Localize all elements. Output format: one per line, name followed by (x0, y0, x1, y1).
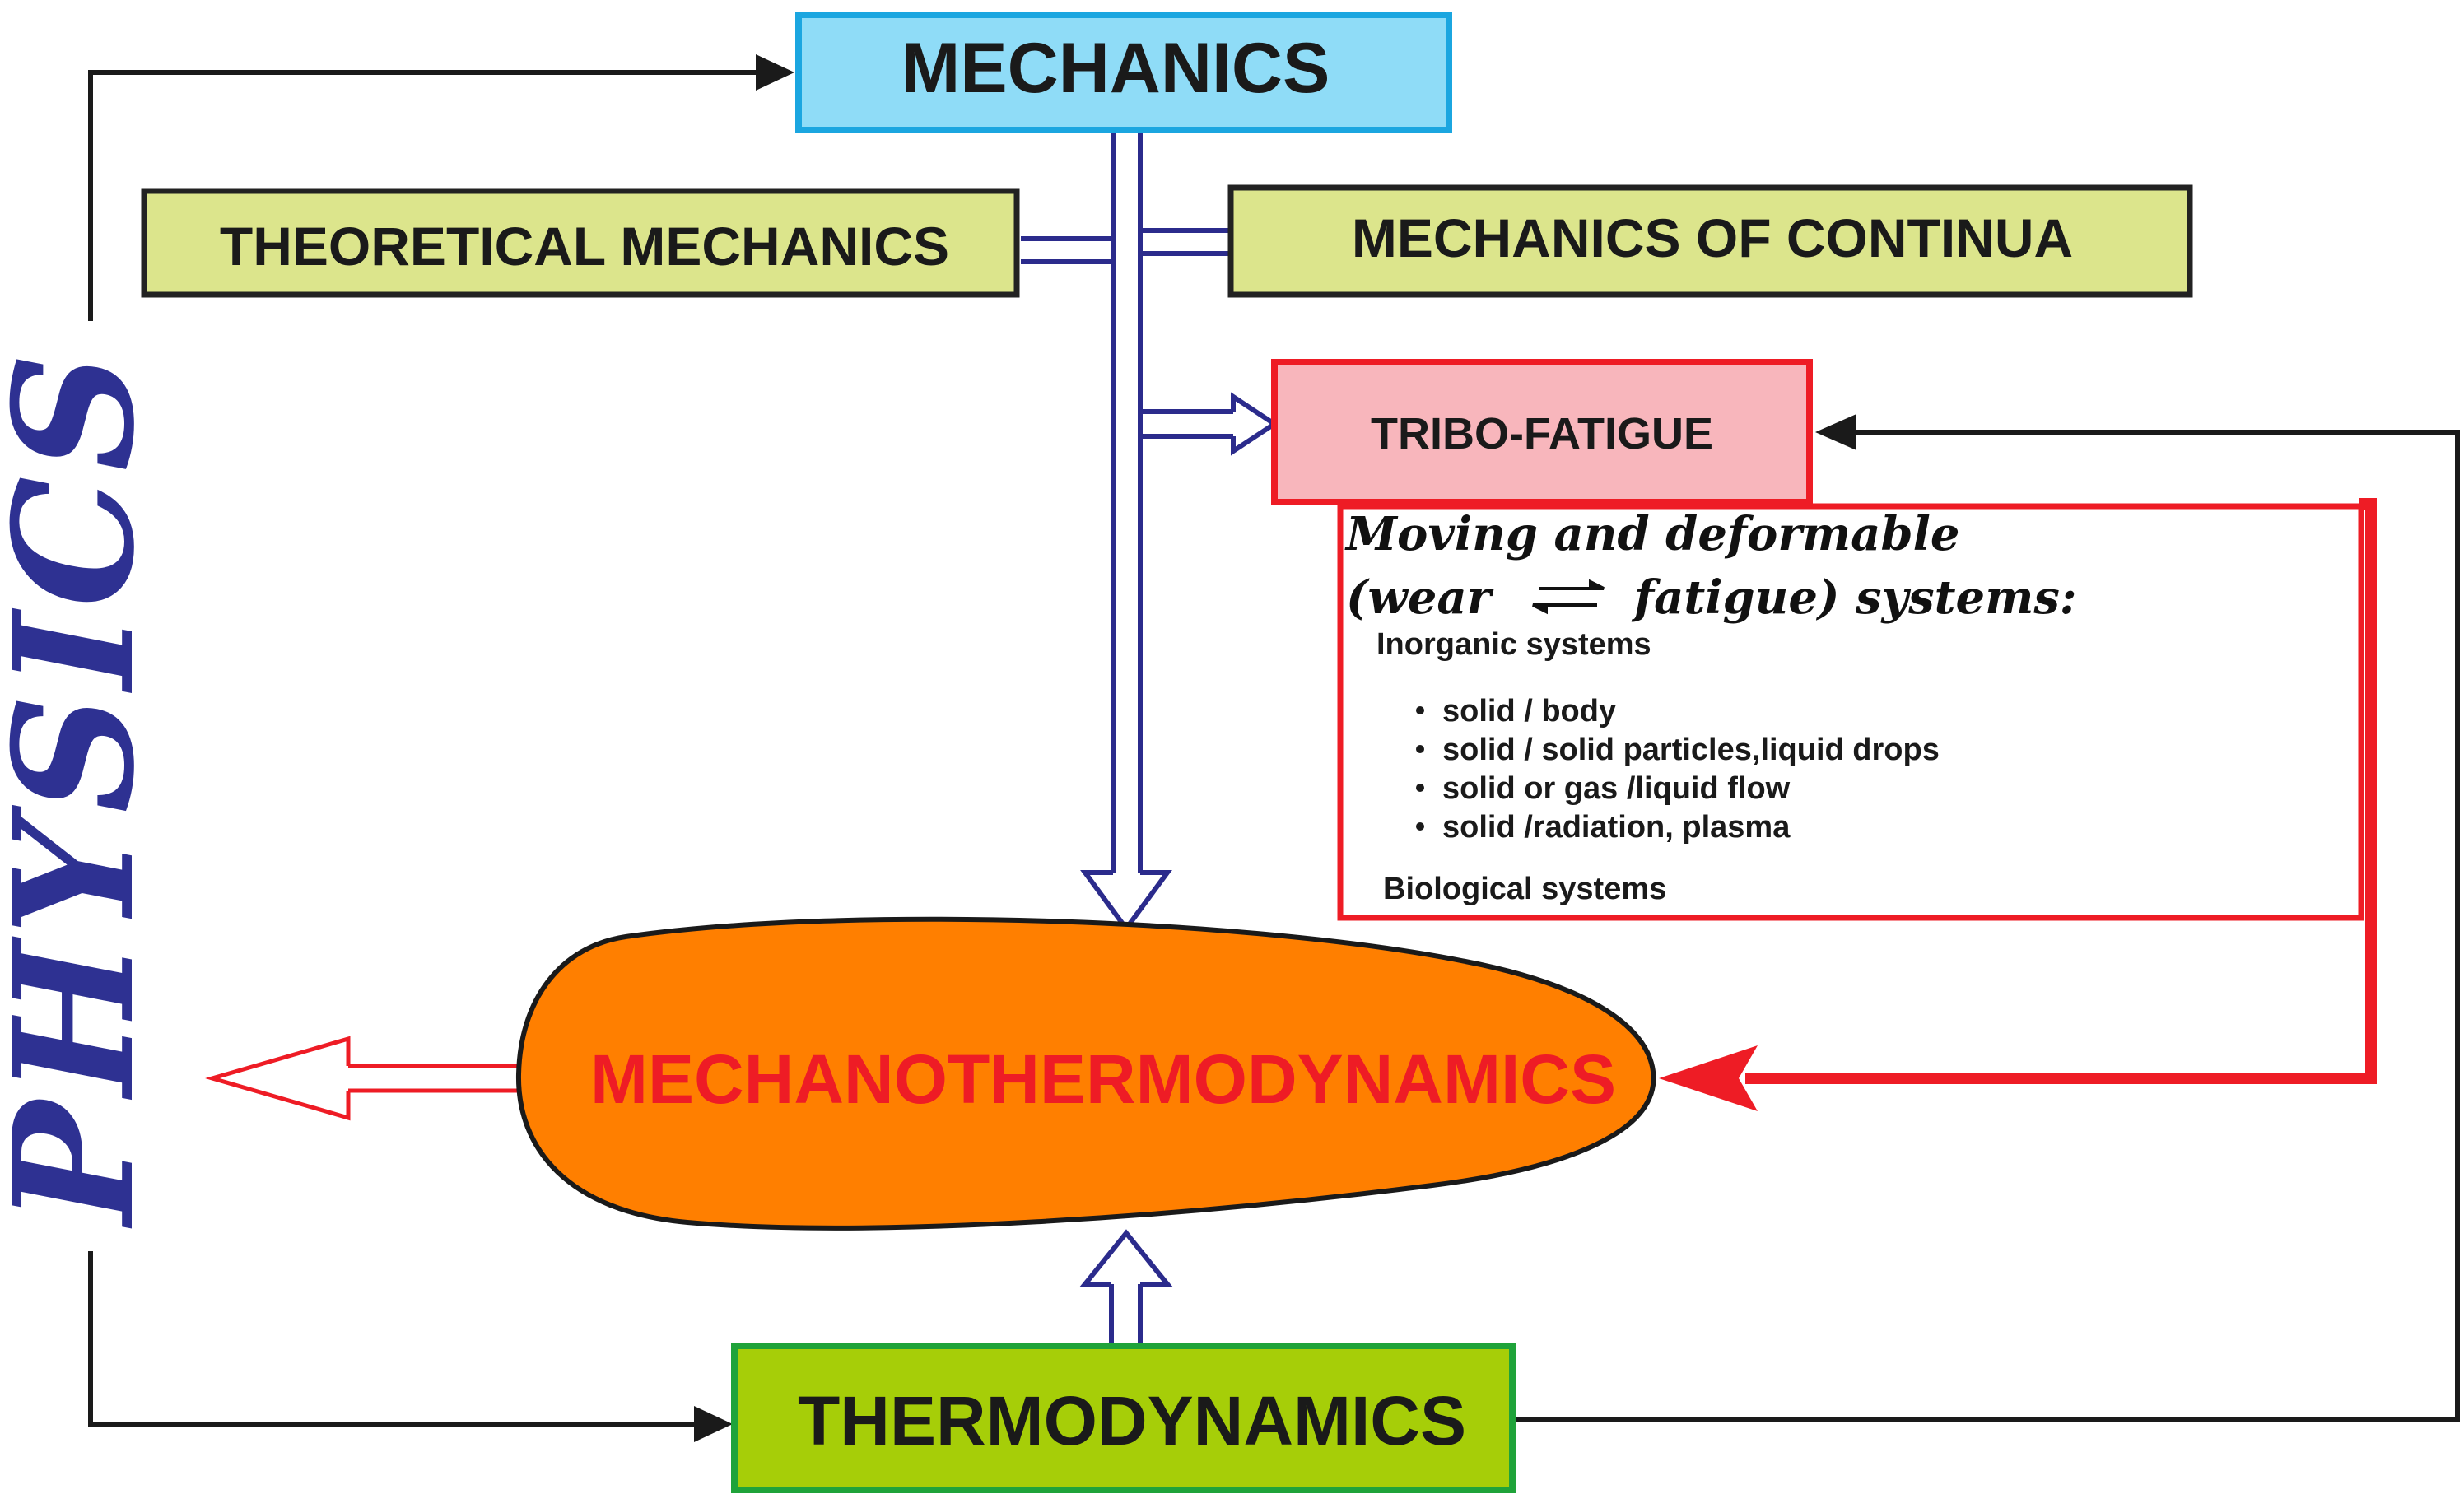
arrowhead-to-tribo (1815, 414, 1856, 450)
mechanothermodynamics-blob: MECHANOTHERMODYNAMICS (515, 916, 1656, 1231)
arrowhead-to-thermodynamics (694, 1406, 733, 1442)
systems-heading-line2-start: (wear (1346, 570, 1494, 625)
physics-label: PHYSICS (0, 347, 171, 1229)
biological-systems-title: Biological systems (1383, 872, 1666, 906)
arrowhead-to-mechanothermodynamics (1080, 870, 1172, 933)
arrowhead-from-thermodynamics (1079, 1229, 1173, 1287)
bullet-icon (1416, 745, 1424, 753)
mechanothermodynamics-label: MECHANOTHERMODYNAMICS (590, 1040, 1616, 1118)
systems-list-item: solid / solid particles,liquid drops (1442, 733, 1940, 767)
equilibrium-arrows-icon (1532, 579, 1605, 615)
systems-heading-line2-end: fatigue) systems: (1631, 570, 2077, 625)
arrowhead-to-mechanics (756, 54, 794, 91)
mechanics-of-continua-box: MECHANICS OF CONTINUA (1227, 184, 2193, 298)
connector-physics-to-mechanics (88, 70, 757, 321)
bullet-icon (1416, 706, 1424, 714)
systems-heading-line1: Moving and deformable (1344, 507, 1960, 561)
thermodynamics-box: THERMODYNAMICS (731, 1343, 1516, 1493)
connector-physics-to-thermodynamics (88, 1251, 696, 1427)
red-solid-arrow (1659, 498, 2377, 1111)
arrowhead-to-tribo-fatigue (1231, 392, 1279, 456)
mechanics-label: MECHANICS (901, 29, 1330, 108)
red-hollow-arrow-left (205, 1036, 523, 1121)
systems-list-item: solid or gas /liquid flow (1442, 771, 1791, 806)
inorganic-systems-title: Inorganic systems (1376, 627, 1651, 662)
systems-list-item: solid /radiation, plasma (1442, 810, 1791, 845)
systems-list: solid / body solid / solid particles,liq… (1416, 694, 1940, 845)
tribo-fatigue-label: TRIBO-FATIGUE (1371, 409, 1713, 458)
theoretical-mechanics-label: THEORETICAL MECHANICS (220, 216, 949, 277)
tribo-fatigue-box: TRIBO-FATIGUE (1271, 359, 1813, 505)
mechanics-hollow-connectors (1021, 133, 1279, 1343)
physics-side-label: PHYSICS (0, 321, 171, 1251)
connector-thermodynamics-to-tribo (1515, 430, 2460, 1422)
bullet-icon (1416, 784, 1424, 792)
systems-panel: Moving and deformable (wear fatigue) sys… (1337, 503, 2364, 921)
systems-list-item: solid / body (1442, 694, 1616, 728)
theoretical-mechanics-box: THEORETICAL MECHANICS (141, 188, 1020, 298)
mechanics-box: MECHANICS (795, 12, 1452, 133)
physics-connectors (88, 54, 2460, 1442)
thermodynamics-label: THERMODYNAMICS (798, 1382, 1466, 1459)
bullet-icon (1416, 822, 1424, 831)
mechanics-of-continua-label: MECHANICS OF CONTINUA (1352, 207, 2073, 268)
